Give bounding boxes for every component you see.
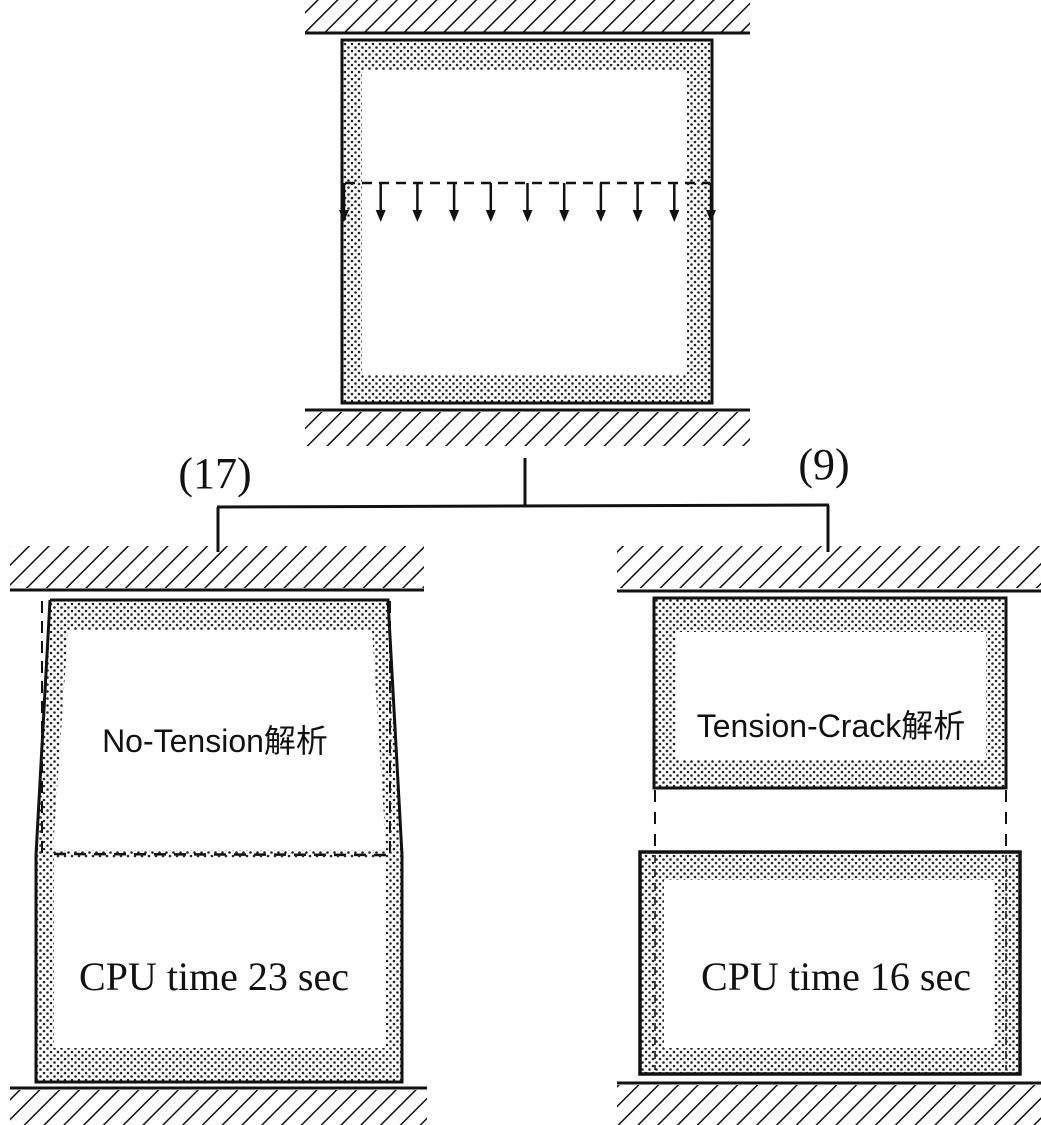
- branch-bar: [216, 503, 830, 509]
- right-panel-tension-crack: Tension-Crack解析 CPU time 16 sec: [617, 546, 1041, 1125]
- load-arrow: [595, 183, 606, 222]
- right-cpu-time: CPU time 16 sec: [701, 954, 971, 999]
- load-arrow: [339, 183, 349, 222]
- load-arrow: [412, 183, 423, 222]
- left-cpu-time: CPU time 23 sec: [79, 954, 349, 999]
- load-arrow: [706, 183, 716, 222]
- distributed-load: [339, 181, 716, 222]
- load-arrow: [485, 183, 496, 222]
- branch-left-label: (17): [178, 449, 251, 498]
- top-lower-plate-hatch: [305, 412, 750, 446]
- right-lower-block: [638, 850, 1022, 1076]
- right-upper-plate-hatch: [617, 546, 1041, 588]
- top-upper-plate-hatch: [305, 0, 750, 32]
- right-crack-gap: [654, 790, 1007, 852]
- left-deformed-upper: [34, 598, 404, 857]
- branch-connector: (17) (9): [178, 440, 850, 552]
- right-upper-block: [652, 596, 1008, 790]
- left-upper-plate-hatch: [10, 546, 424, 588]
- top-block: [340, 38, 714, 405]
- right-lower-plate-hatch: [617, 1085, 1041, 1125]
- load-arrow: [522, 183, 533, 222]
- load-arrow: [632, 183, 643, 222]
- left-panel-title: No-Tension解析: [102, 723, 328, 759]
- left-lower-plate-hatch: [10, 1090, 427, 1125]
- left-panel-no-tension: No-Tension解析 CPU time 23 sec: [10, 546, 427, 1125]
- top-panel: [305, 0, 750, 446]
- load-arrow: [559, 183, 570, 222]
- load-arrow: [375, 183, 386, 222]
- load-arrow: [669, 183, 680, 222]
- branch-right-label: (9): [798, 440, 849, 489]
- left-crack-dashed-line: [53, 852, 393, 857]
- load-arrow: [449, 183, 460, 222]
- right-panel-title: Tension-Crack解析: [697, 708, 966, 744]
- left-deformed-lower: [34, 855, 404, 1084]
